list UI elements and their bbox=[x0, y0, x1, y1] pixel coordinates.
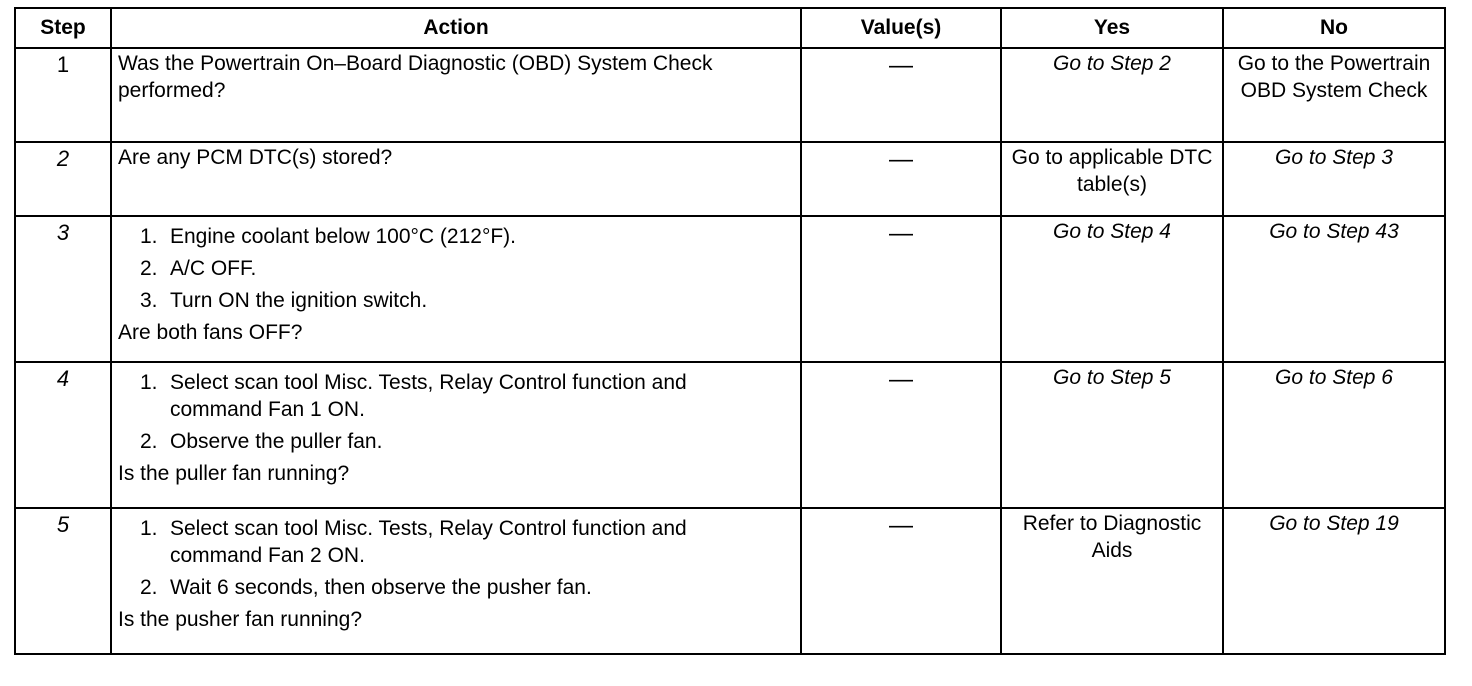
value-cell: — bbox=[800, 47, 1002, 143]
list-item: 2.Observe the puller fan. bbox=[140, 429, 383, 453]
table-row: 3 1.Engine coolant below 100°C (212°F). … bbox=[14, 215, 1446, 363]
question-text: Is the puller fan running? bbox=[118, 461, 350, 485]
action-text: Was the Powertrain On–Board Diagnostic (… bbox=[118, 52, 713, 102]
no-cell: Go to Step 19 bbox=[1222, 507, 1446, 655]
list-item: 3.Turn ON the ignition switch. bbox=[140, 288, 428, 312]
no-cell: Go to Step 43 bbox=[1222, 215, 1446, 363]
list-item: 1.Select scan tool Misc. Tests, Relay Co… bbox=[140, 517, 687, 567]
no-cell: Go to the Powertrain OBD System Check bbox=[1222, 47, 1446, 143]
diagnostic-table-container: Step Action Value(s) Yes No 1 Was the Po… bbox=[14, 7, 1446, 655]
header-action: Action bbox=[110, 7, 802, 49]
step-number: 2 bbox=[14, 141, 112, 217]
list-item: 1.Engine coolant below 100°C (212°F). bbox=[140, 225, 516, 248]
question-text: Are both fans OFF? bbox=[118, 320, 303, 344]
action-cell: Are any PCM DTC(s) stored? bbox=[110, 141, 802, 217]
yes-cell: Go to Step 5 bbox=[1000, 361, 1224, 509]
yes-cell: Go to Step 4 bbox=[1000, 215, 1224, 363]
yes-cell: Go to applicable DTC table(s) bbox=[1000, 141, 1224, 217]
step-number: 1 bbox=[14, 47, 112, 143]
action-cell: 1.Select scan tool Misc. Tests, Relay Co… bbox=[110, 507, 802, 655]
step-number: 5 bbox=[14, 507, 112, 655]
list-item: 2.A/C OFF. bbox=[140, 256, 257, 280]
header-values: Value(s) bbox=[800, 7, 1002, 49]
value-cell: — bbox=[800, 507, 1002, 655]
diagnostic-table: Step Action Value(s) Yes No 1 Was the Po… bbox=[14, 7, 1446, 655]
list-item: 2.Wait 6 seconds, then observe the pushe… bbox=[140, 575, 592, 599]
action-cell: 1.Select scan tool Misc. Tests, Relay Co… bbox=[110, 361, 802, 509]
action-cell: Was the Powertrain On–Board Diagnostic (… bbox=[110, 47, 802, 143]
list-item: 1.Select scan tool Misc. Tests, Relay Co… bbox=[140, 371, 687, 421]
action-cell: 1.Engine coolant below 100°C (212°F). 2.… bbox=[110, 215, 802, 363]
value-cell: — bbox=[800, 361, 1002, 509]
yes-cell: Go to Step 2 bbox=[1000, 47, 1224, 143]
no-cell: Go to Step 6 bbox=[1222, 361, 1446, 509]
table-row: 4 1.Select scan tool Misc. Tests, Relay … bbox=[14, 361, 1446, 509]
header-row: Step Action Value(s) Yes No bbox=[14, 7, 1446, 49]
question-text: Is the pusher fan running? bbox=[118, 607, 363, 631]
header-step: Step bbox=[14, 7, 112, 49]
yes-cell: Refer to Diagnostic Aids bbox=[1000, 507, 1224, 655]
table-row: 2 Are any PCM DTC(s) stored? — Go to app… bbox=[14, 141, 1446, 217]
value-cell: — bbox=[800, 141, 1002, 217]
value-cell: — bbox=[800, 215, 1002, 363]
table-row: 5 1.Select scan tool Misc. Tests, Relay … bbox=[14, 507, 1446, 655]
step-number: 3 bbox=[14, 215, 112, 363]
step-number: 4 bbox=[14, 361, 112, 509]
header-yes: Yes bbox=[1000, 7, 1224, 49]
no-cell: Go to Step 3 bbox=[1222, 141, 1446, 217]
table-row: 1 Was the Powertrain On–Board Diagnostic… bbox=[14, 47, 1446, 143]
header-no: No bbox=[1222, 7, 1446, 49]
action-text: Are any PCM DTC(s) stored? bbox=[118, 146, 393, 169]
